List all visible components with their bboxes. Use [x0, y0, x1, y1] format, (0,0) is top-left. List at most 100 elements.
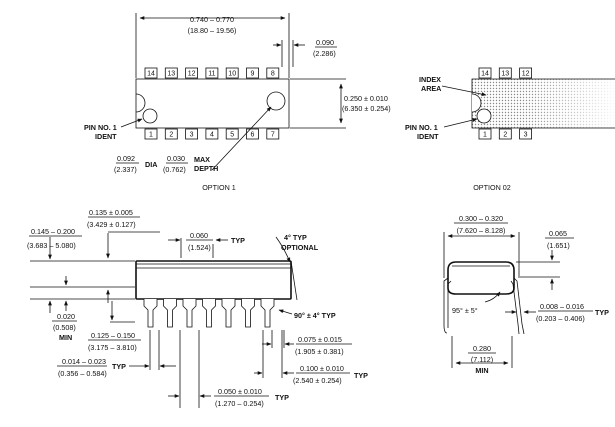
body-height-mm: (3.683 – 5.080)	[27, 241, 76, 250]
end-lead-left-outer	[443, 277, 449, 334]
seat-height-mm: (3.429 ± 0.127)	[87, 220, 136, 229]
end-lead-mm: (1.270 – 0.254)	[215, 399, 264, 408]
pin-number: 2	[503, 132, 507, 139]
shoulder-width: 0.075 ± 0.015	[298, 335, 342, 344]
min-span-note: MIN	[475, 366, 488, 375]
pin1-label-opt2-line2: IDENT	[417, 132, 439, 141]
dia-value-mm: (2.337)	[114, 165, 137, 174]
row-spacing-mm: (7.620 – 8.128)	[457, 226, 506, 235]
package-body-end	[447, 261, 515, 295]
shoulder-mm: (1.524)	[188, 243, 211, 252]
pin-box	[478, 67, 492, 79]
standoff-mm: (0.508)	[53, 323, 76, 332]
index-leader	[441, 85, 487, 97]
end-dim: 0.090	[316, 38, 334, 47]
shoulder: 0.060	[190, 231, 208, 240]
pin-number: 7	[271, 132, 275, 139]
shoulder-width-mm: (1.905 ± 0.381)	[295, 347, 344, 356]
draft-leader	[275, 236, 291, 263]
width-dim-mm: (18.80 – 19.56)	[188, 26, 237, 35]
standoff-note: MIN	[59, 333, 72, 342]
pin-box	[266, 128, 280, 140]
width-dim: 0.740 – 0.770	[190, 15, 234, 24]
pitch-note: TYP	[354, 371, 368, 380]
standoff: 0.020	[57, 312, 75, 321]
depth-value: 0.030	[167, 154, 185, 163]
pitch-mm: (2.540 ± 0.254)	[293, 376, 342, 385]
pin1-notch-opt2	[471, 93, 482, 113]
height-dim-mm: (6.350 ± 0.254)	[342, 104, 391, 113]
lead-offset-mm: (1.651)	[547, 241, 570, 250]
pin-number: 6	[251, 132, 255, 139]
pin-box	[225, 67, 239, 79]
pin-box	[266, 67, 280, 79]
ejector-pin-mark	[266, 91, 286, 111]
index-area-fade	[472, 79, 615, 128]
pin1-notch	[135, 93, 146, 113]
body-height: 0.145 – 0.200	[31, 227, 75, 236]
lead-width-note: TYP	[112, 362, 126, 371]
pin-box	[498, 67, 512, 79]
pin-number: 10	[228, 71, 236, 78]
pin-number: 13	[501, 71, 509, 78]
pin-number: 14	[481, 71, 489, 78]
lead-angle: 90° ± 4° TYP	[294, 311, 336, 320]
pin-number: 11	[208, 71, 215, 78]
bend-angle-arc	[484, 291, 501, 303]
pin-box	[498, 128, 512, 140]
pin-box	[225, 128, 239, 140]
lead-offset: 0.065	[549, 229, 567, 238]
bend-angle: 95° ± 5°	[452, 306, 478, 315]
pin-box	[519, 67, 532, 79]
pin-number: 1	[483, 132, 487, 139]
thickness-note: TYP	[595, 308, 609, 317]
end-lead-right-inner	[510, 280, 520, 335]
end-lead-left-inner	[447, 280, 452, 328]
lead-width: 0.014 – 0.023	[62, 357, 106, 366]
draft-angle: 4° TYP	[284, 233, 307, 242]
depth-value-mm: (0.762)	[163, 165, 186, 174]
pin-number: 13	[167, 71, 175, 78]
side-lead	[260, 299, 275, 328]
lead-angle-leader	[278, 309, 293, 315]
pin-box	[164, 67, 178, 79]
pin-box	[519, 128, 532, 140]
min-span-mm: (7.112)	[471, 355, 493, 364]
pin-number: 3	[524, 132, 528, 139]
row-spacing: 0.300 – 0.320	[459, 214, 503, 223]
side-lead	[241, 299, 255, 328]
side-lead	[221, 299, 236, 328]
side-lead	[143, 299, 158, 328]
side-lead	[163, 299, 177, 328]
index-label-line2: AREA	[421, 84, 441, 93]
side-lead	[182, 299, 197, 328]
index-label-line1: INDEX	[419, 75, 441, 84]
pin-box	[246, 67, 259, 79]
lead-length: 0.125 – 0.150	[91, 331, 135, 340]
end-lead: 0.050 ± 0.010	[218, 387, 262, 396]
pin-box	[205, 128, 219, 140]
pitch: 0.100 ± 0.010	[300, 364, 344, 373]
end-lead-right-outer	[513, 277, 525, 335]
min-span: 0.280	[473, 344, 491, 353]
end-view: 0.300 – 0.320 (7.620 – 8.128) 0.065 (1.6…	[443, 214, 609, 375]
pin-number: 5	[230, 132, 234, 139]
depth-leader	[211, 106, 272, 171]
pin-number: 14	[147, 71, 155, 78]
depth-label-line2: DEPTH	[194, 164, 218, 173]
pin-box	[246, 128, 259, 140]
pin-number: 9	[251, 71, 255, 78]
side-view: 0.145 – 0.200 (3.683 – 5.080) 0.135 ± 0.…	[27, 208, 368, 408]
pin1-leader	[120, 118, 143, 128]
lead-width-mm: (0.356 – 0.584)	[58, 369, 107, 378]
pin-number: 12	[188, 71, 196, 78]
side-lead	[202, 299, 216, 328]
option-1-caption: OPTION 1	[202, 183, 236, 192]
end-dim-mm: (2.286)	[313, 49, 336, 58]
option-02-caption: OPTION 02	[473, 183, 511, 192]
pin-box	[144, 67, 158, 79]
pin-number: 3	[190, 132, 194, 139]
pin-box	[164, 128, 178, 140]
